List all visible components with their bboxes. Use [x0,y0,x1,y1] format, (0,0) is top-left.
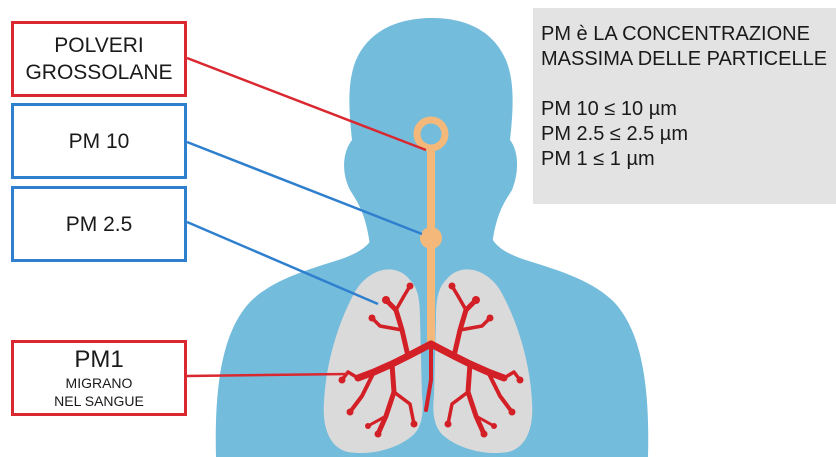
info-range-pm25: PM 2.5 ≤ 2.5 µm [541,122,836,147]
label-polveri-line1: POLVERI [54,32,143,59]
info-range-pm10: PM 10 ≤ 10 µm [541,97,836,122]
label-polveri-line2: GROSSOLANE [25,59,172,86]
label-pm10: PM 10 [11,103,187,179]
label-pm10-text: PM 10 [69,128,130,155]
label-pm25-text: PM 2.5 [66,211,133,238]
label-pm1-line2: NEL SANGUE [54,392,144,410]
info-panel: PM è LA CONCENTRAZIONE MASSIMA DELLE PAR… [533,8,836,204]
info-title-line1: PM è LA CONCENTRAZIONE [541,22,836,47]
info-title-line2: MASSIMA DELLE PARTICELLE [541,47,836,72]
info-range-pm1: PM 1 ≤ 1 µm [541,147,836,172]
label-pm25: PM 2.5 [11,186,187,262]
label-pm1-line1: MIGRANO [66,374,133,392]
info-spacer [541,72,836,97]
label-polveri-grossolane: POLVERI GROSSOLANE [11,21,187,97]
label-pm1: PM1 MIGRANO NEL SANGUE [11,340,187,416]
larynx-node [420,227,442,249]
label-pm1-title: PM1 [74,346,123,374]
